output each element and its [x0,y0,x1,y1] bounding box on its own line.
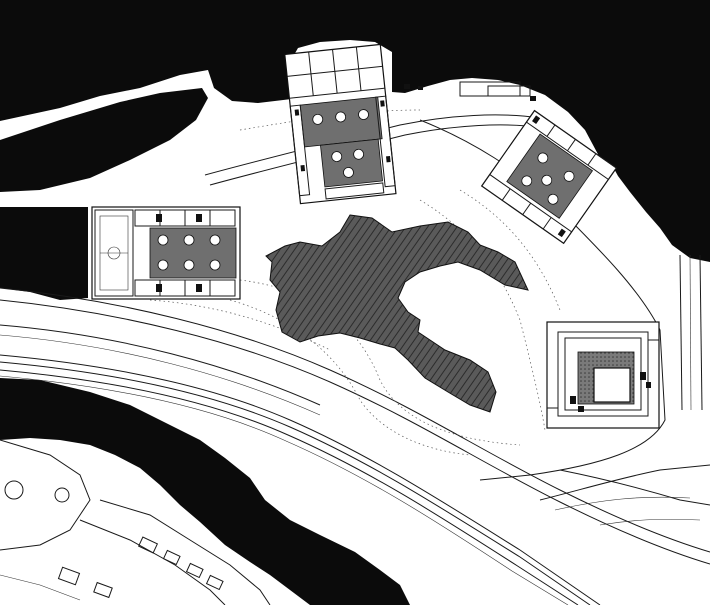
western-lower-dark-strip [0,207,88,300]
building-southeast-square [546,321,660,429]
building-north-courtyard [284,43,397,205]
town-blocks-southwest [0,439,271,605]
central-hatched-plaza [265,214,529,413]
western-dark-strip [0,88,208,192]
railway-tracks [0,354,601,605]
building-west-courtyard [91,206,241,300]
southern-dark-mass [0,378,410,605]
north-edge-markers [404,81,536,101]
building-northeast-courtyard [480,109,618,245]
roads [0,114,710,565]
northern-dark-mass [0,0,710,262]
